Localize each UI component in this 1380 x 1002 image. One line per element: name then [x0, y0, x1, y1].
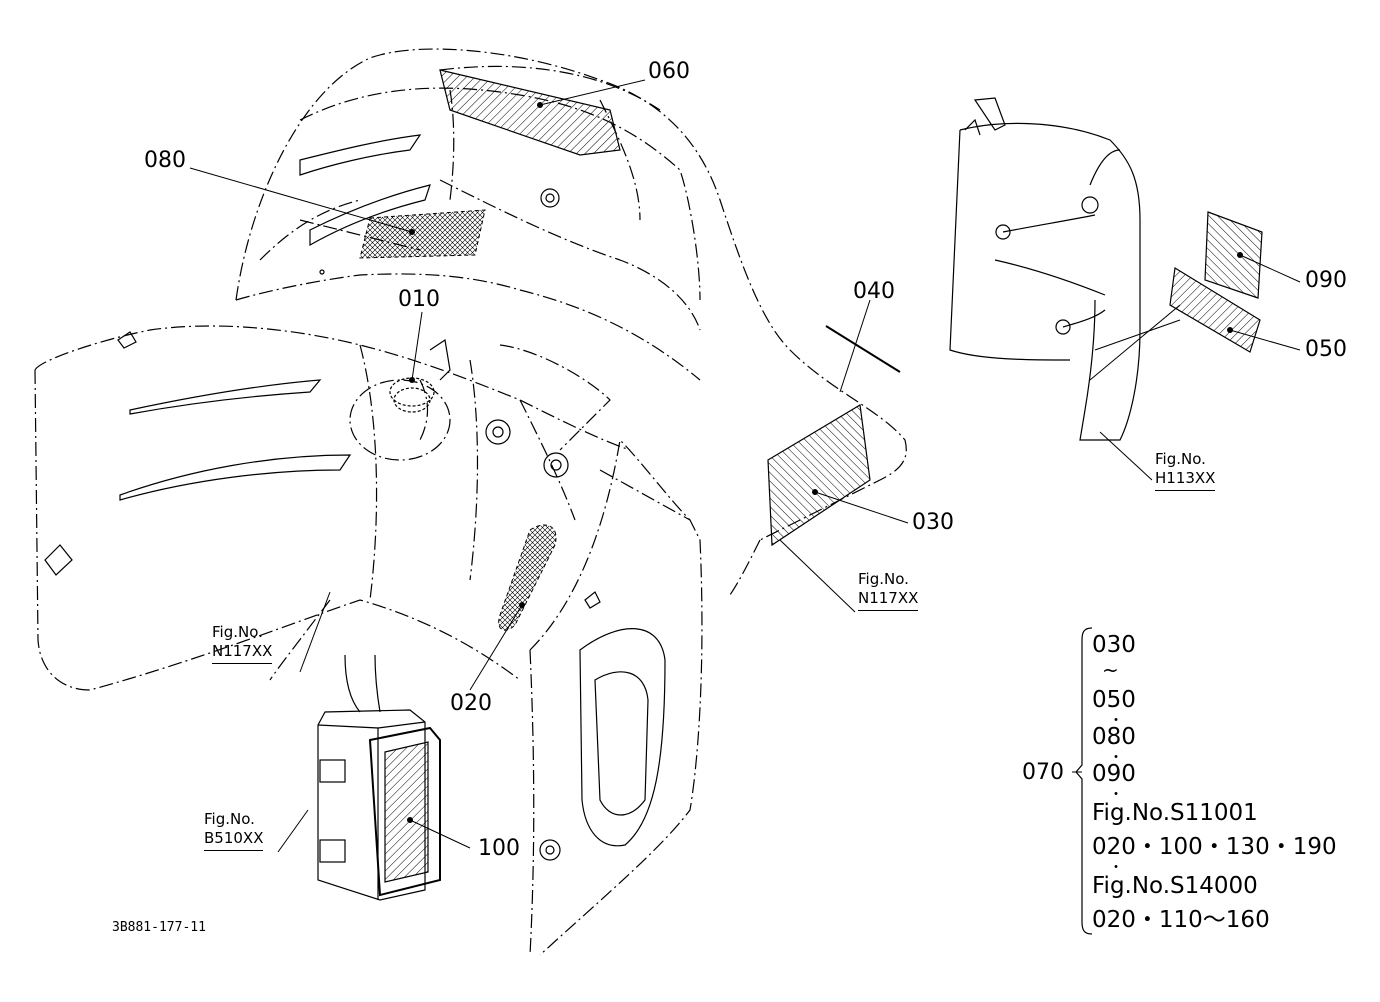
- callout-090: 090: [1305, 268, 1347, 293]
- leader-lines: [189, 79, 1301, 853]
- figref-n117-left-number: N117XX: [212, 642, 273, 664]
- callout-050: 050: [1305, 337, 1347, 362]
- side-grille-panel: [529, 438, 703, 956]
- legend-bracket: [1075, 627, 1093, 935]
- callout-060: 060: [648, 59, 690, 84]
- figref-h113-label: Fig.No.: [1155, 450, 1206, 468]
- legend-line-2: ~: [1102, 658, 1119, 682]
- legend-dot-2: ・: [1109, 750, 1123, 766]
- figref-b510-number: B510XX: [204, 829, 264, 851]
- figref-n117-left: Fig.No. N117XX: [212, 623, 273, 664]
- side-cover-panel: [949, 97, 1141, 441]
- leader-dots: [407, 102, 1243, 823]
- decal-030: [767, 404, 871, 547]
- legend-line-9: 020・110～160: [1092, 907, 1270, 933]
- callout-100: 100: [478, 836, 520, 861]
- legend-line-5: 090: [1092, 761, 1136, 787]
- figref-n117-right-number: N117XX: [858, 589, 919, 611]
- legend-line-1: 030: [1092, 632, 1136, 658]
- decal-050: [1169, 267, 1261, 353]
- side-grille-openings: [539, 591, 666, 861]
- decal-080: [359, 209, 486, 259]
- callout-030: 030: [912, 510, 954, 535]
- upper-hood-slots: [299, 134, 560, 275]
- figref-h113-number: H113XX: [1155, 469, 1216, 491]
- legend-line-3: 050: [1092, 687, 1136, 713]
- legend-line-7: 020・100・130・190: [1092, 834, 1337, 860]
- legend-dot-1: ・: [1109, 713, 1123, 729]
- figref-n117-left-label: Fig.No.: [212, 623, 263, 641]
- callout-020: 020: [450, 691, 492, 716]
- drawing-number: 3B881-177-11: [112, 920, 206, 935]
- decal-090: [1204, 211, 1263, 299]
- legend-line-4: 080: [1092, 724, 1136, 750]
- legend-dot-3: ・: [1109, 787, 1123, 803]
- legend-line-6: Fig.No.S11001: [1092, 800, 1258, 826]
- callout-070: 070: [1022, 760, 1064, 785]
- front-fender-slots: [44, 331, 569, 576]
- front-fender-panel: [34, 325, 631, 691]
- callout-010: 010: [398, 287, 440, 312]
- legend-dot-4: ・: [1109, 860, 1123, 876]
- legend-line-8: Fig.No.S14000: [1092, 873, 1258, 899]
- callout-080: 080: [144, 148, 186, 173]
- strip-040: [825, 325, 901, 373]
- grommet-010: [389, 377, 435, 413]
- lamp-assembly: [317, 654, 441, 901]
- figref-b510: Fig.No. B510XX: [204, 810, 264, 851]
- decal-060: [439, 69, 621, 156]
- callout-040: 040: [853, 279, 895, 304]
- decal-020: [498, 524, 557, 631]
- figref-b510-label: Fig.No.: [204, 810, 255, 828]
- figref-h113: Fig.No. H113XX: [1155, 450, 1216, 491]
- figref-n117-right-label: Fig.No.: [858, 570, 909, 588]
- lens-100: [384, 741, 429, 883]
- figref-n117-right: Fig.No. N117XX: [858, 570, 919, 611]
